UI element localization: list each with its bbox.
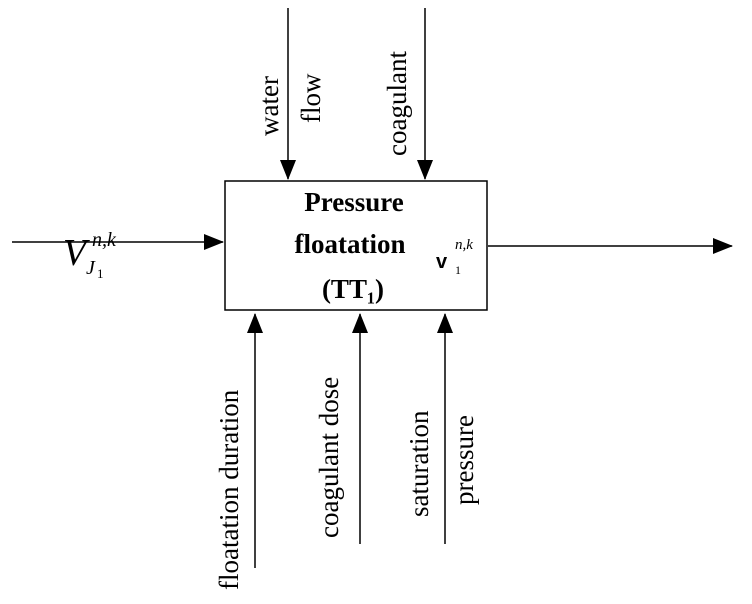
input-symbol: V	[63, 232, 90, 274]
flow-label: flow	[296, 73, 326, 123]
block-title-line2: floatation	[295, 229, 406, 259]
floatation-duration-label: floatation duration	[214, 389, 244, 590]
input-subscript-index: 1	[97, 266, 104, 281]
pressure-label: pressure	[449, 415, 479, 505]
water-label: water	[254, 76, 284, 136]
block-title-line3: (TT₁)	[322, 274, 384, 304]
output-symbol: v	[436, 251, 448, 273]
block-title-line1: Pressure	[304, 187, 403, 217]
input-subscript-letter: J	[86, 257, 96, 279]
output-subscript: 1	[455, 263, 461, 277]
process-block	[224, 180, 488, 311]
input-superscript: n,k	[92, 229, 117, 251]
coagulant-label: coagulant	[382, 51, 412, 156]
output-superscript: n,k	[455, 237, 473, 253]
saturation-label: saturation	[404, 410, 434, 517]
coagulant-dose-label: coagulant dose	[314, 377, 344, 538]
